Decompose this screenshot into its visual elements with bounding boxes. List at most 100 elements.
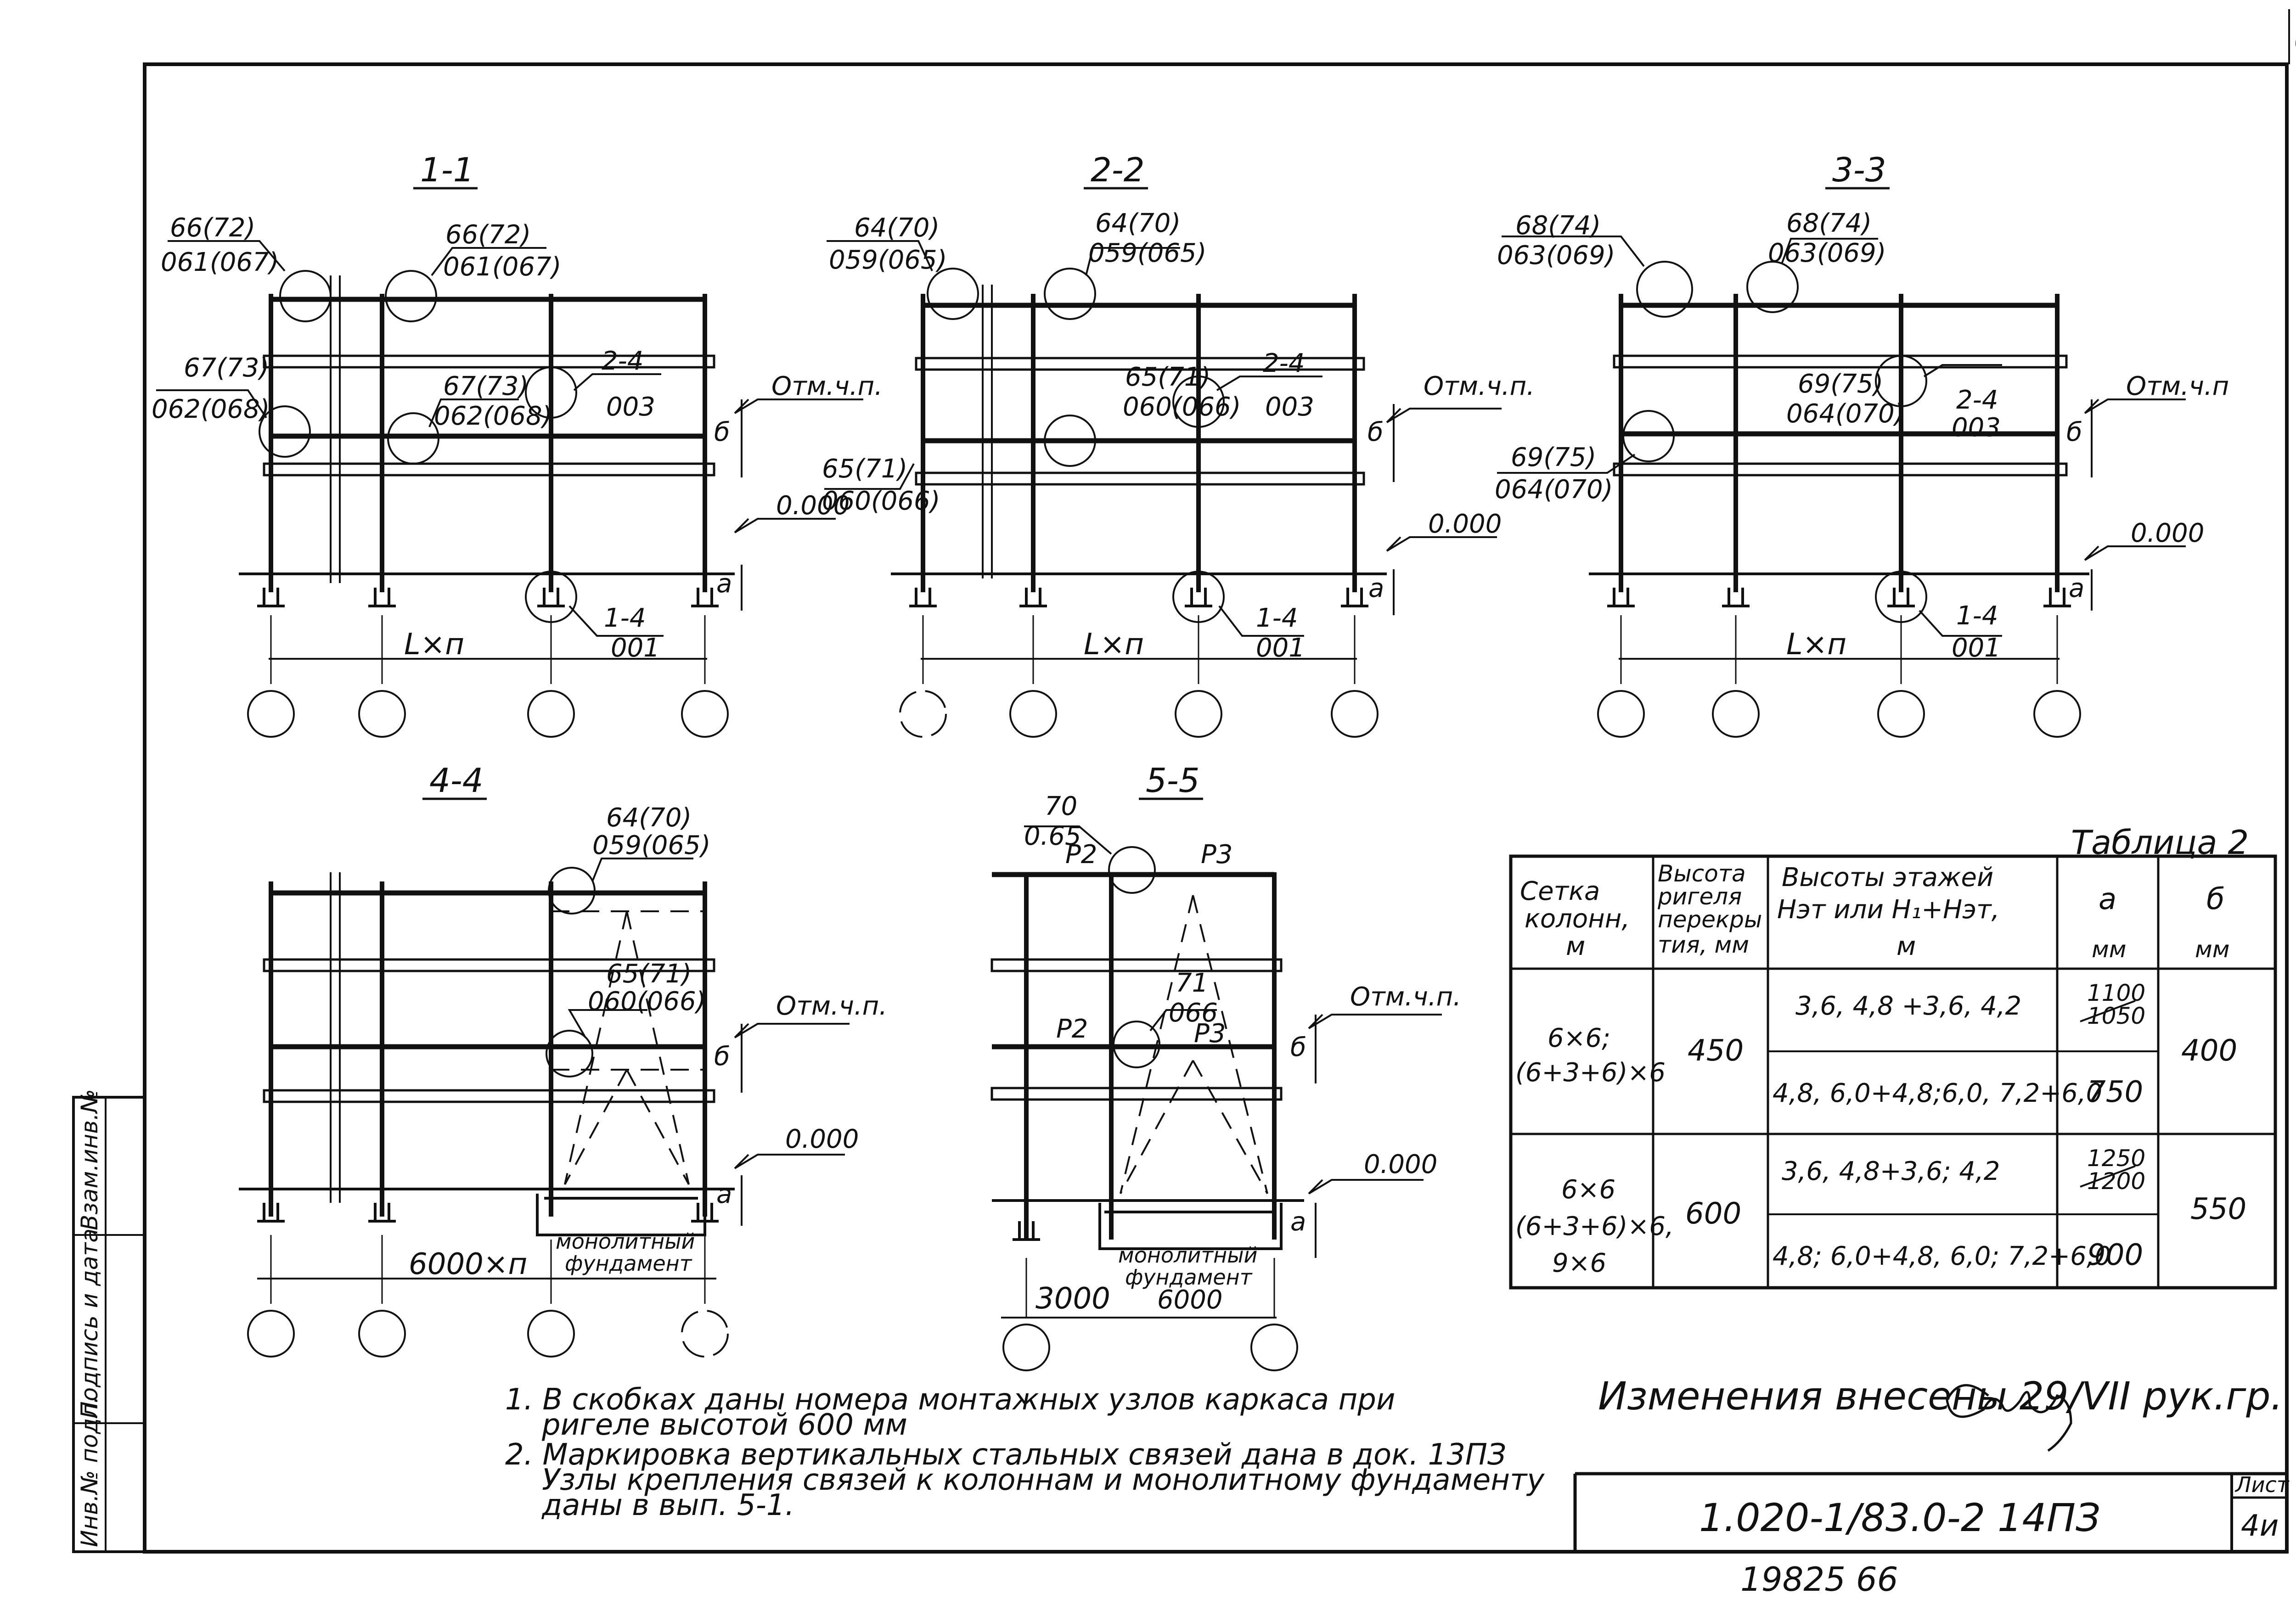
node-top-sub: 059(065) [592, 830, 710, 860]
node-top-left-sub: 061(067) [161, 247, 279, 277]
section-4-4: 4-4 [239, 761, 887, 1358]
a-cell: 1250 [2087, 1145, 2145, 1172]
th-beam-2: ригеля [1657, 883, 1742, 910]
node-top: 70 [1045, 791, 1077, 821]
node-top-left: 66(72) [170, 213, 255, 243]
section-title: 3-3 [1832, 151, 1886, 189]
floors-cell: 3,6, 4,8 +3,6, 4,2 [1795, 991, 2021, 1021]
level-floor: Отм.ч.п. [776, 991, 887, 1021]
dim-b: б [2066, 417, 2082, 447]
node-ref-1-4: 1-4 [1956, 601, 1998, 631]
node-top-mid-sub: 059(065) [1088, 238, 1206, 268]
level-zero: 0.000 [2131, 518, 2204, 548]
node-ref-001: 001 [1952, 633, 2001, 663]
node-mid-left: 67(73) [184, 353, 269, 383]
dim-a: а [716, 1179, 732, 1209]
node-top-left: 68(74) [1515, 211, 1601, 241]
floors-cell: 3,6, 4,8+3,6; 4,2 [1782, 1156, 2000, 1186]
level-floor: Отм.ч.п. [1350, 982, 1461, 1012]
th-floors-1: Высоты этажей [1782, 863, 1993, 892]
note-line: ригеле высотой 600 мм [541, 1408, 907, 1442]
dim-a: а [1290, 1207, 1306, 1237]
brace-p2-top: Р2 [1065, 840, 1097, 870]
grid-cell: (6+3+6)×6, [1515, 1212, 1674, 1241]
level-zero: 0.000 [776, 491, 850, 521]
node-mid-sub: 066 [1169, 998, 1218, 1028]
stamp-replaces-inv: Взам.инв.№ [76, 1089, 103, 1230]
dim-a: а [716, 569, 732, 599]
a-cell: 1100 [2087, 980, 2145, 1006]
dim-found: 6000 [1157, 1285, 1223, 1315]
beam-cell: 600 [1685, 1197, 1741, 1231]
page-number: 65 [2294, 24, 2296, 58]
th-grid-2: колонн, [1525, 904, 1630, 934]
node-mid-mid-sub: 062(068) [434, 401, 552, 431]
foundation-label-2: фундамент [565, 1251, 692, 1276]
note-line: даны в вып. 5-1. [541, 1488, 794, 1522]
floors-cell: 4,8, 6,0+4,8;6,0, 7,2+6,0 [1773, 1078, 2102, 1108]
node-ref-2-4: 2-4 [1263, 348, 1305, 378]
floors-cell: 4,8; 6,0+4,8, 6,0; 7,2+6,0 [1773, 1241, 2111, 1271]
section-title: 4-4 [429, 761, 484, 800]
node-ref-1-4: 1-4 [604, 603, 646, 633]
dim-a: а [1368, 573, 1384, 603]
dim-a: а [2069, 573, 2084, 603]
signature [1946, 1384, 2072, 1452]
node-top-mid: 64(70) [1095, 208, 1181, 238]
brace-p3-mid: Р3 [1194, 1019, 1226, 1049]
node-mid-left: 65(71) [822, 454, 907, 484]
brace-p2-mid: Р2 [1056, 1014, 1088, 1044]
foundation-label-2: фундамент [1125, 1265, 1253, 1290]
dim-b: б [1367, 417, 1384, 447]
grid-cell: 6×6; [1548, 1023, 1610, 1053]
drawing-frame [72, 9, 2290, 1554]
list-value: 4и [2241, 1509, 2279, 1543]
table-2: Таблица 2 Сетка колонн, м Высота ригеля … [1509, 823, 2277, 1290]
node-top-left-sub: 059(065) [829, 245, 947, 275]
node-top-mid-sub: 063(069) [1768, 238, 1886, 268]
th-a-unit: мм [2092, 936, 2126, 963]
note-line: 1. В скобках даны номера монтажных узлов… [505, 1383, 1396, 1417]
b-cell: 400 [2181, 1034, 2237, 1068]
dim-b: б [1290, 1032, 1306, 1062]
drawing-code: 1.020-1/83.0-2 14ПЗ [1699, 1495, 2100, 1540]
foundation-label-1: монолитный [556, 1229, 695, 1254]
changes-note: Изменения внесены 29/VII рук.гр. [1598, 1374, 2283, 1419]
node-mid-left-sub: 062(068) [152, 394, 270, 424]
th-a: а [2099, 882, 2116, 916]
level-zero: 0.000 [785, 1124, 859, 1154]
section-5-5: 5-5 70 0.65 71 066 Р2 [990, 761, 1461, 1371]
th-grid-1: Сетка [1520, 876, 1600, 906]
dim-b: б [714, 1042, 730, 1072]
section-title: 2-2 [1091, 151, 1145, 189]
node-mid-mid-sub: 064(070) [1786, 399, 1904, 429]
th-floors-2: Нэт или Н₁+Нэт, [1777, 895, 1999, 925]
grid-cell: (6+3+6)×6 [1515, 1058, 1666, 1088]
node-top-sub: 0.65 [1024, 821, 1081, 851]
a-cell-struck: 1050 [2087, 1003, 2145, 1029]
node-top-mid-sub: 061(067) [443, 252, 561, 282]
node-ref-1-4: 1-4 [1256, 603, 1298, 633]
node-top: 64(70) [606, 803, 692, 833]
th-grid-3: м [1566, 931, 1585, 961]
level-zero: 0.000 [1428, 509, 1502, 539]
node-top-mid: 66(72) [445, 220, 531, 250]
node-ref-003: 003 [1265, 392, 1314, 422]
th-beam-1: Высота [1658, 860, 1746, 887]
node-top-left: 64(70) [854, 213, 940, 243]
list-label: Лист [2234, 1472, 2290, 1497]
grid-cell: 6×6 [1561, 1175, 1615, 1205]
section-title: 1-1 [420, 151, 474, 189]
node-ref-2-4: 2-4 [1956, 385, 1998, 415]
th-beam-4: тия, мм [1658, 931, 1749, 958]
level-floor: Отм.ч.п. [771, 371, 883, 401]
node-ref-003: 003 [1952, 413, 2001, 443]
note-line: 2. Маркировка вертикальных стальных связ… [505, 1438, 1506, 1472]
th-b: б [2206, 882, 2224, 916]
section-title: 5-5 [1146, 761, 1200, 800]
th-b-unit: мм [2195, 936, 2229, 963]
grid-cell: 9×6 [1552, 1248, 1606, 1278]
node-mid-mid: 69(75) [1798, 369, 1883, 399]
a-cell-struck: 1200 [2087, 1168, 2145, 1195]
